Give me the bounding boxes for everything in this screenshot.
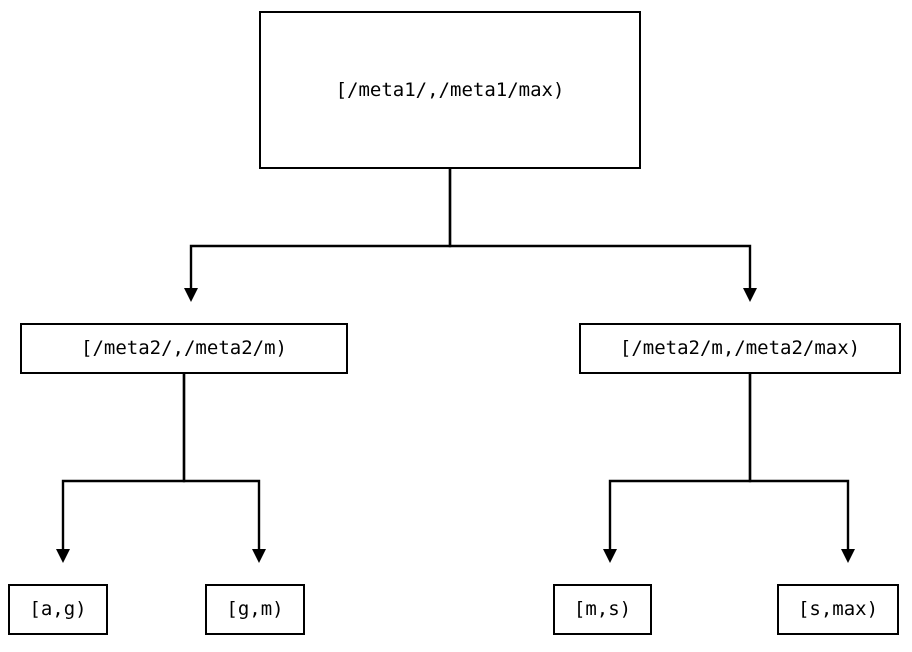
- node-mid-left[interactable]: [/meta2/,/meta2/m): [20, 323, 348, 374]
- node-mid-right[interactable]: [/meta2/m,/meta2/max): [579, 323, 901, 374]
- edge-mid-left-to-leaf-gm: [182, 374, 266, 563]
- edge-mid-right-to-leaf-ms: [603, 374, 752, 563]
- node-leaf-g-m[interactable]: [g,m): [205, 584, 305, 635]
- arrowhead-icon: [184, 288, 198, 302]
- edge-mid-left-to-leaf-ag: [56, 374, 186, 563]
- arrowhead-icon: [743, 288, 757, 302]
- node-leaf-s-max-label: [s,max): [797, 598, 879, 620]
- node-leaf-s-max[interactable]: [s,max): [777, 584, 899, 635]
- node-leaf-a-g-label: [a,g): [29, 598, 87, 620]
- node-leaf-g-m-label: [g,m): [226, 598, 284, 620]
- node-mid-left-label: [/meta2/,/meta2/m): [81, 337, 287, 359]
- node-mid-right-label: [/meta2/m,/meta2/max): [619, 337, 861, 359]
- edge-root-to-mid-left: [184, 169, 452, 302]
- arrowhead-icon: [252, 549, 266, 563]
- arrowhead-icon: [841, 549, 855, 563]
- arrowhead-icon: [56, 549, 70, 563]
- node-leaf-a-g[interactable]: [a,g): [8, 584, 108, 635]
- node-leaf-m-s-label: [m,s): [573, 598, 632, 620]
- arrowhead-icon: [603, 549, 617, 563]
- node-leaf-m-s[interactable]: [m,s): [553, 584, 652, 635]
- edge-root-to-mid-right: [448, 169, 757, 302]
- node-root[interactable]: [/meta1/,/meta1/max): [259, 11, 641, 169]
- edge-mid-right-to-leaf-smax: [748, 374, 855, 563]
- node-root-label: [/meta1/,/meta1/max): [335, 78, 565, 101]
